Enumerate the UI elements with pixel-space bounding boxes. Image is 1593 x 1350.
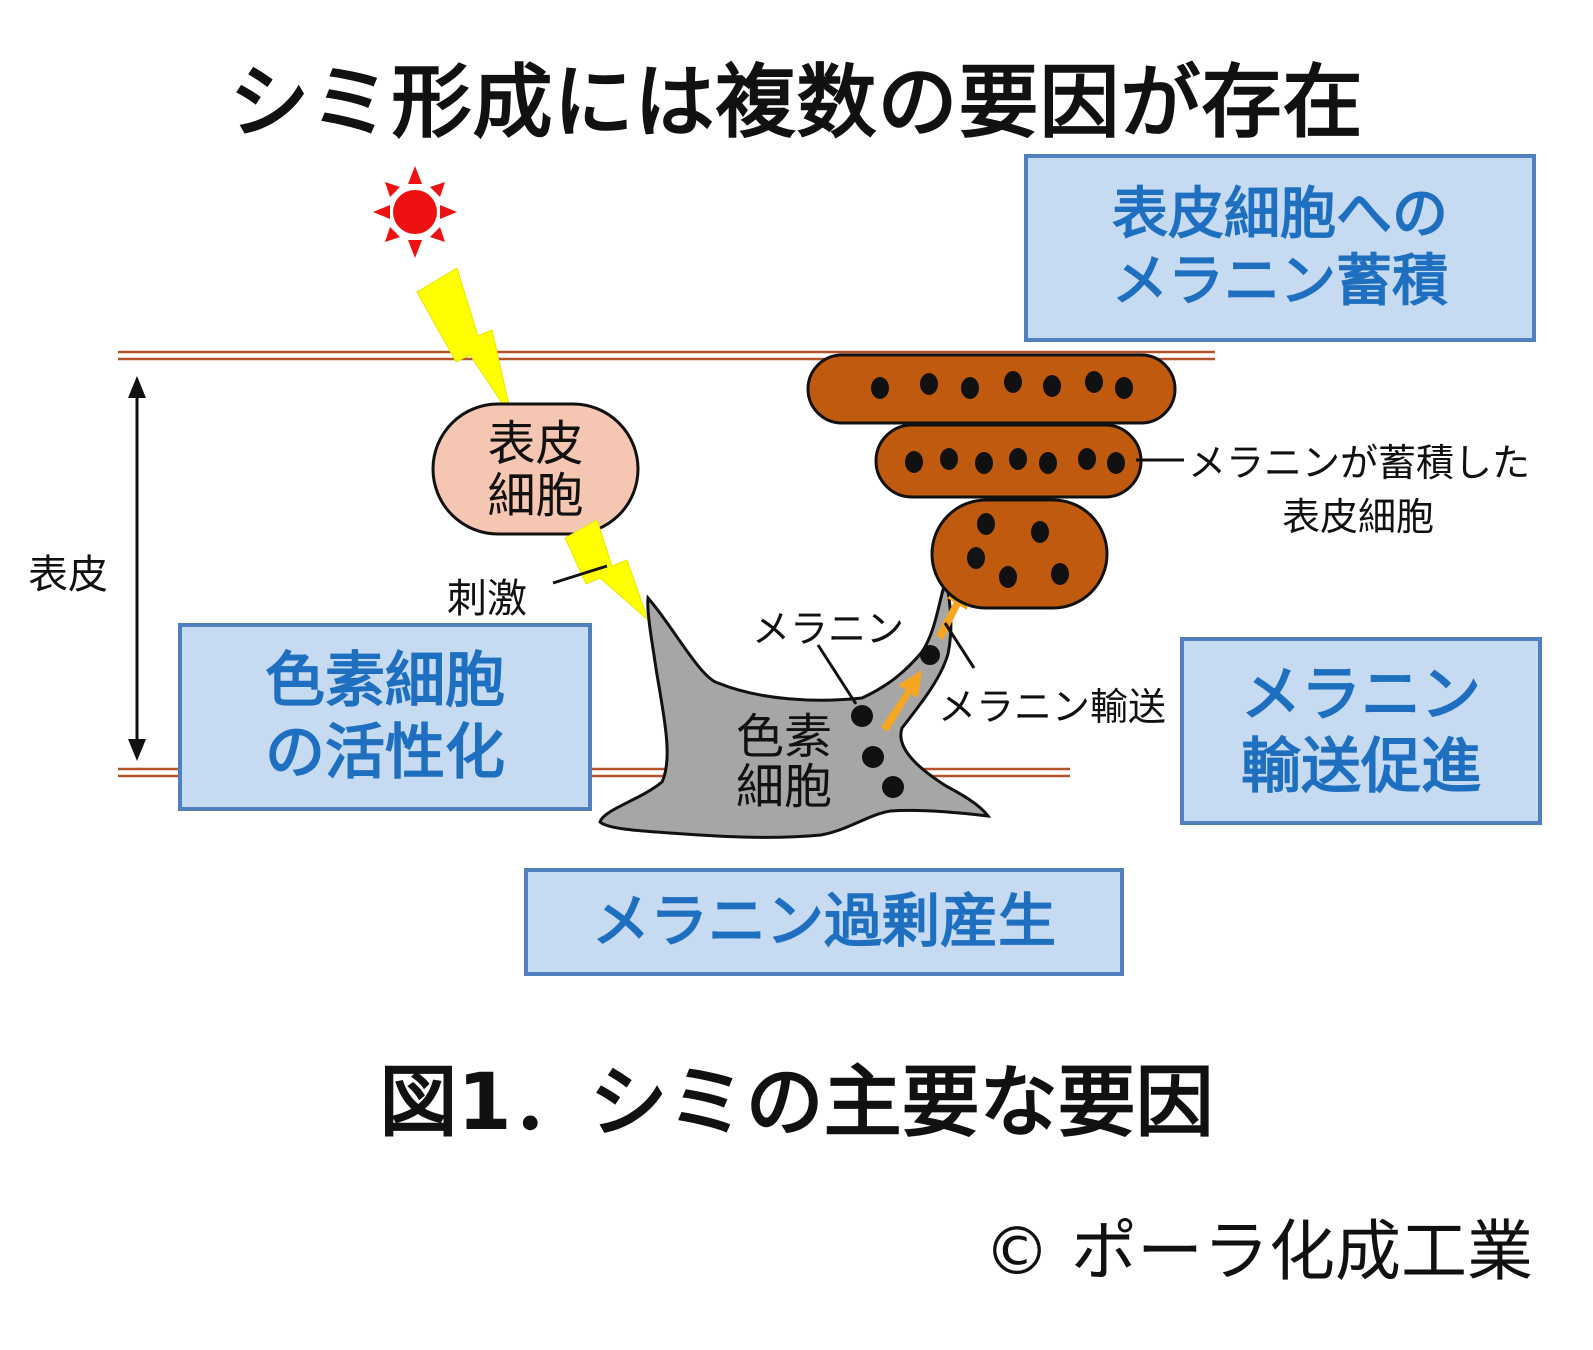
factor-box-melanin-overproduction: メラニン過剰産生 (524, 868, 1124, 976)
stimulus-lightning-icon (564, 519, 650, 622)
epidermal-cell (431, 402, 640, 536)
melanin-transport-label: メラニン輸送 (938, 685, 1167, 729)
melanocyte-label: 色素 細胞 (735, 709, 832, 815)
stimulus-label: 刺激 (447, 576, 527, 622)
factor-box-melanin-accumulation: 表皮細胞への メラニン蓄積 (1024, 154, 1536, 342)
copyright-credit: © ポーラ化成工業 (984, 1213, 1533, 1290)
stimulus-pointer-line (552, 564, 608, 585)
melanin-transport-pointer-line (943, 622, 976, 669)
factor-box-melanin-transport: メラニン 輸送促進 (1180, 637, 1542, 825)
page-title: シミ形成には複数の要因が存在 (229, 56, 1364, 149)
accumulated-cell-label: メラニンが蓄積した 表皮細胞 (1188, 441, 1531, 539)
figure-caption: 図1．シミの主要な要因 (379, 1058, 1214, 1148)
uv-lightning-icon (416, 267, 513, 419)
melanin-granules (851, 645, 940, 798)
melanin-label: メラニン (752, 607, 905, 651)
sun-icon (373, 166, 457, 258)
epidermis-thickness-arrow (128, 376, 146, 761)
factor-box-melanocyte-activation: 色素細胞 の活性化 (178, 623, 592, 811)
melanocyte-cell (598, 578, 992, 839)
accumulated-melanin-granules (871, 371, 1133, 588)
melanin-pointer-line (816, 644, 858, 705)
epidermal-cell-label: 表皮 細胞 (487, 416, 584, 524)
epidermis-label: 表皮 (28, 552, 108, 598)
